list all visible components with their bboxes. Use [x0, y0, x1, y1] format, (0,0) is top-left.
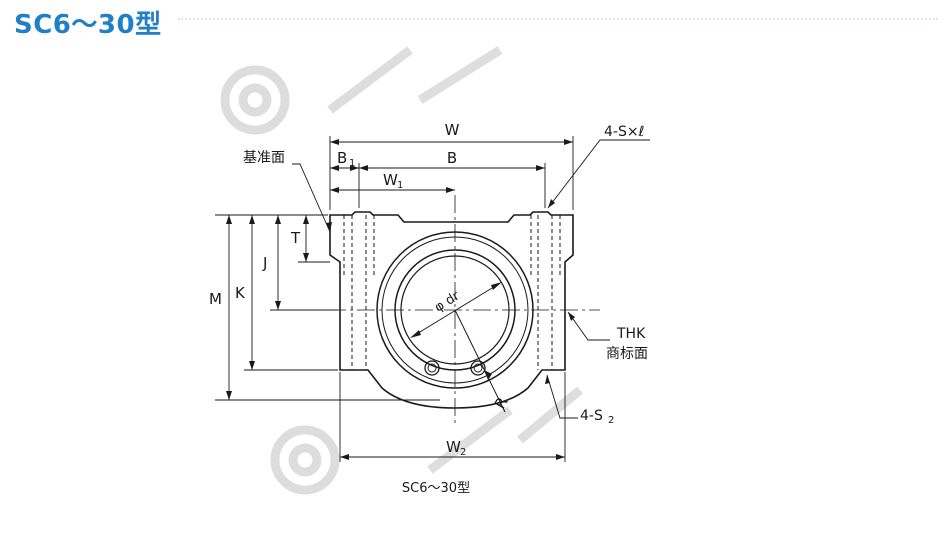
dim-w2-label: W [446, 438, 461, 456]
dim-b1-subscript: 1 [349, 158, 355, 169]
bore-diameter-label: φ dr [432, 288, 463, 315]
s2-spec-subscript: 2 [608, 415, 614, 426]
dim-b-label: B [447, 149, 457, 167]
s2-spec-label: 4-S [580, 408, 603, 424]
diameter-leader [414, 284, 498, 336]
thk-label: THK [616, 326, 646, 342]
radius-arrow [484, 370, 492, 380]
header-divider [178, 18, 938, 20]
dim-w2-subscript: 2 [460, 447, 466, 458]
diameter-arrow-right [491, 282, 502, 290]
dim-k-label: K [235, 284, 246, 302]
dim-t-label: T [290, 229, 301, 247]
dim-w1-subscript: 1 [397, 180, 403, 191]
dim-b1-label: B [337, 149, 347, 167]
dim-m-label: M [209, 290, 222, 308]
hidden-holes [343, 215, 561, 370]
dim-w1-label: W [383, 171, 398, 189]
dim-w-label: W [445, 121, 460, 139]
center-lines [270, 195, 600, 425]
figure-caption: SC6〜30型 [402, 481, 470, 496]
hole-spec-label: 4-S×ℓ [604, 124, 644, 140]
diameter-arrow-left [410, 330, 421, 338]
block-body [329, 211, 574, 409]
reference-face-label: 基准面 [243, 149, 285, 166]
dimension-lines [215, 136, 650, 462]
watermark [220, 46, 583, 495]
thk-mark-face-label: 商标面 [606, 346, 648, 362]
radius-leader [454, 309, 506, 413]
dim-j-label: J [262, 254, 267, 272]
page-title: SC6〜30型 [14, 10, 162, 40]
dimension-arrows [226, 139, 575, 460]
